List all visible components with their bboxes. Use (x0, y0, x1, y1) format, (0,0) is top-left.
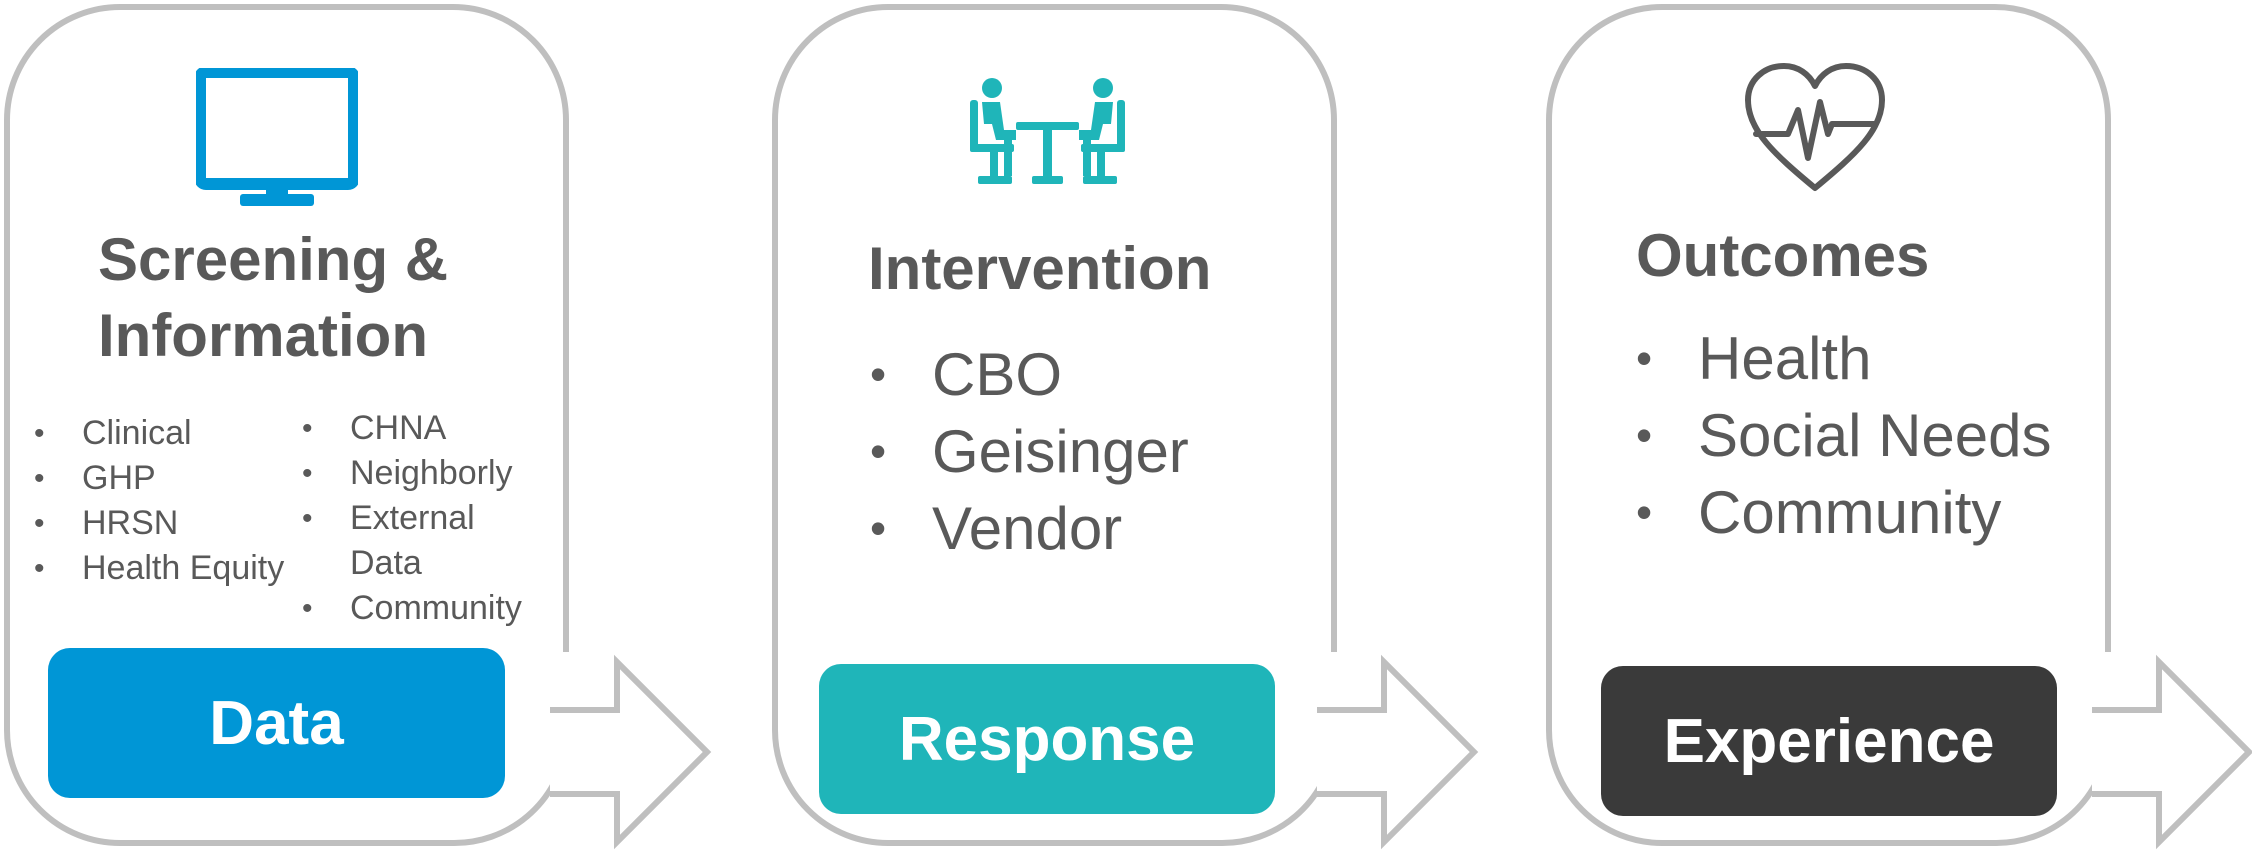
arrow-3 (2092, 654, 2252, 850)
screening-list-left: Clinical GHP HRSN Health Equity (34, 411, 304, 591)
response-pill: Response (819, 664, 1275, 814)
list-item: Health (1636, 320, 2056, 397)
heart-pulse-icon (1745, 63, 1885, 191)
screening-list-right: CHNA Neighborly External Data Community (302, 406, 552, 631)
data-pill: Data (48, 648, 505, 798)
list-item: GHP (34, 456, 304, 501)
arrow-1 (550, 654, 712, 850)
list-item: Geisinger (870, 413, 1290, 490)
list-item: Vendor (870, 490, 1290, 567)
list-item: External Data (302, 496, 552, 586)
list-item: CHNA (302, 406, 552, 451)
outcomes-list: Health Social Needs Community (1636, 320, 2056, 551)
panel-2-title: Intervention (868, 235, 1212, 302)
arrow-2 (1317, 654, 1479, 850)
monitor-icon (196, 68, 358, 206)
experience-pill: Experience (1601, 666, 2057, 816)
panel-3-title: Outcomes (1636, 222, 1930, 289)
list-item: Neighborly (302, 451, 552, 496)
list-item: Community (302, 586, 552, 631)
panel-1-outline (4, 4, 569, 847)
list-item: Community (1636, 474, 2056, 551)
list-item: Clinical (34, 411, 304, 456)
panel-1-title-line-1: Screening & (98, 226, 449, 293)
list-item: CBO (870, 336, 1290, 413)
panel-1-title-line-2: Information (98, 302, 428, 369)
meeting-icon (970, 78, 1125, 184)
list-item: Health Equity (34, 546, 304, 591)
list-item: Social Needs (1636, 397, 2056, 474)
panel-1-title: Screening & Information (98, 222, 448, 374)
panel-2-outline (772, 4, 1337, 847)
intervention-list: CBO Geisinger Vendor (870, 336, 1290, 567)
panel-3-outline (1546, 4, 2111, 847)
list-item: HRSN (34, 501, 304, 546)
